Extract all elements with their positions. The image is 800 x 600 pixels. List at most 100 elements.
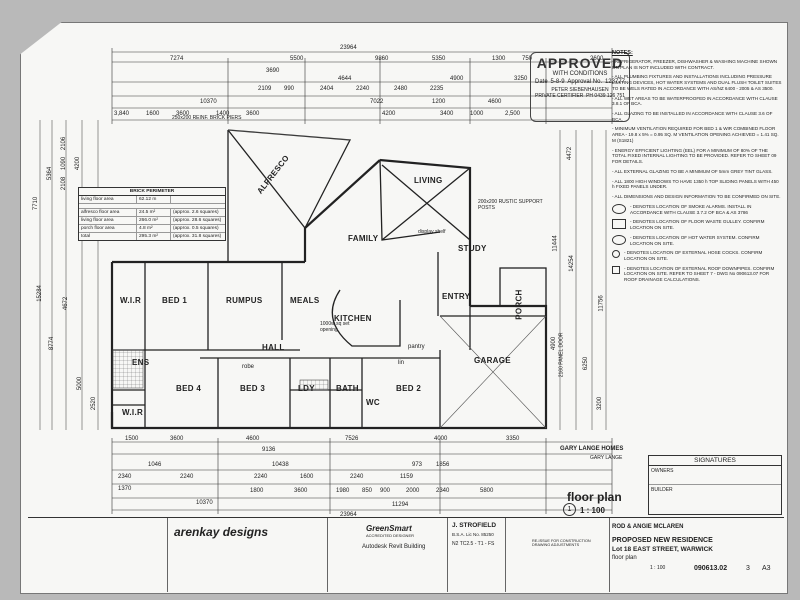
stamp-subtitle: WITH CONDITIONS xyxy=(552,71,608,77)
legend-floor-waste: - DENOTES LOCATION OF FLOOR WASTE GULLEY… xyxy=(612,219,782,230)
dim-right-1: 4472 xyxy=(567,146,574,161)
dim-bottom-1: 1500 xyxy=(125,436,139,442)
dim-top5-6: 4200 xyxy=(382,111,396,117)
dim-overall-top: 23964 xyxy=(340,45,357,51)
note-brick-piers: 250x200 REINF. BRICK PIERS xyxy=(172,115,242,121)
dim-top2-1: 3690 xyxy=(266,68,280,74)
table-row: living floor area 266.0 m² (approx. 28.6… xyxy=(79,217,225,225)
dim-left-5: 2108 xyxy=(61,176,68,191)
dim-bottom3-7: 2240 xyxy=(350,474,364,480)
notes-heading: NOTES: xyxy=(612,50,633,56)
dim-top-3: 9860 xyxy=(375,56,389,62)
dim-top2-3: 4900 xyxy=(450,76,464,82)
room-ens: ENS xyxy=(132,358,150,367)
note-item: - REFRIGERATOR, FREEZER, DISHWASHER & WA… xyxy=(612,58,778,70)
dim-left2-5: 2520 xyxy=(91,396,98,411)
sheet-scale: 1 : 100 xyxy=(650,565,666,571)
dim-right-7: 3200 xyxy=(597,396,604,411)
dim-top5-1: 3,840 xyxy=(114,111,130,117)
note-item: - ALL EXTERNAL GLAZING TO BE A MINIMUM O… xyxy=(612,168,773,174)
signatures-heading: SIGNATURES xyxy=(649,456,781,466)
dim-bottom3-6: 1600 xyxy=(300,474,314,480)
dim-top5-2: 1600 xyxy=(146,111,160,117)
dim-bottom5-2: 5800 xyxy=(480,488,494,494)
room-porch: PORCH xyxy=(514,289,524,320)
downpipe-icon xyxy=(612,265,620,274)
sheet-title: floor plan xyxy=(612,555,637,561)
dim-top-5: 1300 xyxy=(492,56,506,62)
hose-cock-icon xyxy=(612,250,620,259)
dim-top5-9: 2,500 xyxy=(505,111,521,117)
dim-right-6: 11756 xyxy=(598,295,605,312)
dim-bottom5-1: 11294 xyxy=(392,502,409,508)
dim-bottom4-1: 10370 xyxy=(196,500,213,506)
note-display-shelf: display shelf xyxy=(418,229,446,235)
dim-top4-2: 7022 xyxy=(370,99,384,105)
dim-bottom3-2: 1046 xyxy=(148,462,162,468)
dim-bottom-3: 4600 xyxy=(246,436,260,442)
dim-bottom3-3: 2240 xyxy=(180,474,194,480)
note-garage-door: 2160 PANEL DOOR xyxy=(558,332,565,378)
notes-panel: NOTES: - REFRIGERATOR, FREEZER, DISHWASH… xyxy=(612,50,782,287)
dim-bottom4-6: 900 xyxy=(380,488,391,494)
dim-bottom-2: 3600 xyxy=(170,436,184,442)
dim-left2-4: 5000 xyxy=(77,376,84,391)
brick-perimeter-total-row: living floor area 62.12 m xyxy=(79,196,225,204)
room-laundry: LDY xyxy=(298,384,315,393)
room-pantry: pantry xyxy=(408,344,425,350)
dim-top5-3: 3600 xyxy=(176,111,190,117)
room-meals: MEALS xyxy=(290,296,320,305)
note-item: - ALL DIMENSIONS AND DESIGN INFORMATION … xyxy=(612,194,781,200)
dim-bottom2-1: 9136 xyxy=(262,447,276,453)
plan-number: 1 xyxy=(563,503,576,516)
project-name: PROPOSED NEW RESIDENCE xyxy=(612,537,713,544)
dim-top4-1: 10370 xyxy=(200,99,217,105)
note-set-opening: 1000w sq set opening xyxy=(320,321,350,333)
room-kitchen: KITCHEN xyxy=(334,314,372,323)
legend-hot-water: - DENOTES LOCATION OF HOT WATER SYSTEM. … xyxy=(612,234,782,246)
dim-right-5: 4900 xyxy=(551,336,558,351)
plan-scale: 1 : 100 xyxy=(580,506,605,515)
brick-perimeter-table: BRICK PERIMETER living floor area 62.12 … xyxy=(78,187,226,241)
project-address: Lot 18 EAST STREET, WARWICK xyxy=(612,546,713,553)
dim-bottom-5: 4000 xyxy=(434,436,448,442)
dim-right-4: 6250 xyxy=(583,356,590,371)
note-item: - ALL GLAZING TO BE INSTALLED IN ACCORDA… xyxy=(612,111,773,122)
dim-top4-4: 4600 xyxy=(488,99,502,105)
company-logo: arenkay designs xyxy=(174,525,269,539)
dim-bottom2-2: 10438 xyxy=(272,462,289,468)
revision-note: RE-ISSUE FOR CONSTRUCTION DRAWING ADJUST… xyxy=(532,539,591,548)
legend-smoke-alarm: - DENOTES LOCATION OF SMOKE ALARMS. INST… xyxy=(612,203,782,215)
dim-bottom-6: 3350 xyxy=(506,436,520,442)
brick-perimeter-value: 62.12 m xyxy=(137,196,171,203)
greensmart-logo: GreenSmart xyxy=(366,524,412,533)
room-study: STUDY xyxy=(458,244,487,253)
dim-top3-3: 2404 xyxy=(320,86,334,92)
page-fold-corner xyxy=(0,0,90,70)
dim-bottom4-3: 3600 xyxy=(294,488,308,494)
room-rumpus: RUMPUS xyxy=(226,296,263,305)
dim-left-1: 7710 xyxy=(33,196,40,211)
dim-top3-2: 990 xyxy=(284,86,295,92)
note-item: - ALL PLUMBING FIXTURES AND INSTALLATION… xyxy=(612,74,782,91)
floor-waste-icon xyxy=(612,219,626,230)
signature-owners: OWNERS xyxy=(649,466,781,485)
room-hall: HALL xyxy=(262,343,285,352)
room-robe: robe xyxy=(242,364,255,370)
brick-perimeter-title: BRICK PERIMETER xyxy=(79,188,225,196)
note-item: - ENERGY EFFICIENT LIGHTING (EEL) FOR A … xyxy=(612,147,777,165)
dim-bottom3-5: 2240 xyxy=(254,474,268,480)
builder-name: GARY LANGE xyxy=(590,455,623,461)
title-block: arenkay designs GreenSmart ACCREDITED DE… xyxy=(28,517,784,592)
hot-water-icon xyxy=(612,234,626,245)
dim-left-2: 5364 xyxy=(47,166,54,181)
dim-top3-4: 2240 xyxy=(356,86,370,92)
smoke-alarm-icon xyxy=(612,203,626,214)
dim-bottom4-5: 850 xyxy=(362,488,373,494)
dim-bottom3-1: 2340 xyxy=(118,474,132,480)
note-item: - ALL 1800 HIGH WINDOWS TO HAVE 1350 h T… xyxy=(612,178,779,190)
dim-top3-5: 2480 xyxy=(394,86,408,92)
room-wir-2: W.I.R xyxy=(122,408,144,417)
legend-hose-cock: - DENOTES LOCATION OF EXTERNAL HOSE COCK… xyxy=(612,250,782,261)
brick-perimeter-label: living floor area xyxy=(79,196,137,203)
